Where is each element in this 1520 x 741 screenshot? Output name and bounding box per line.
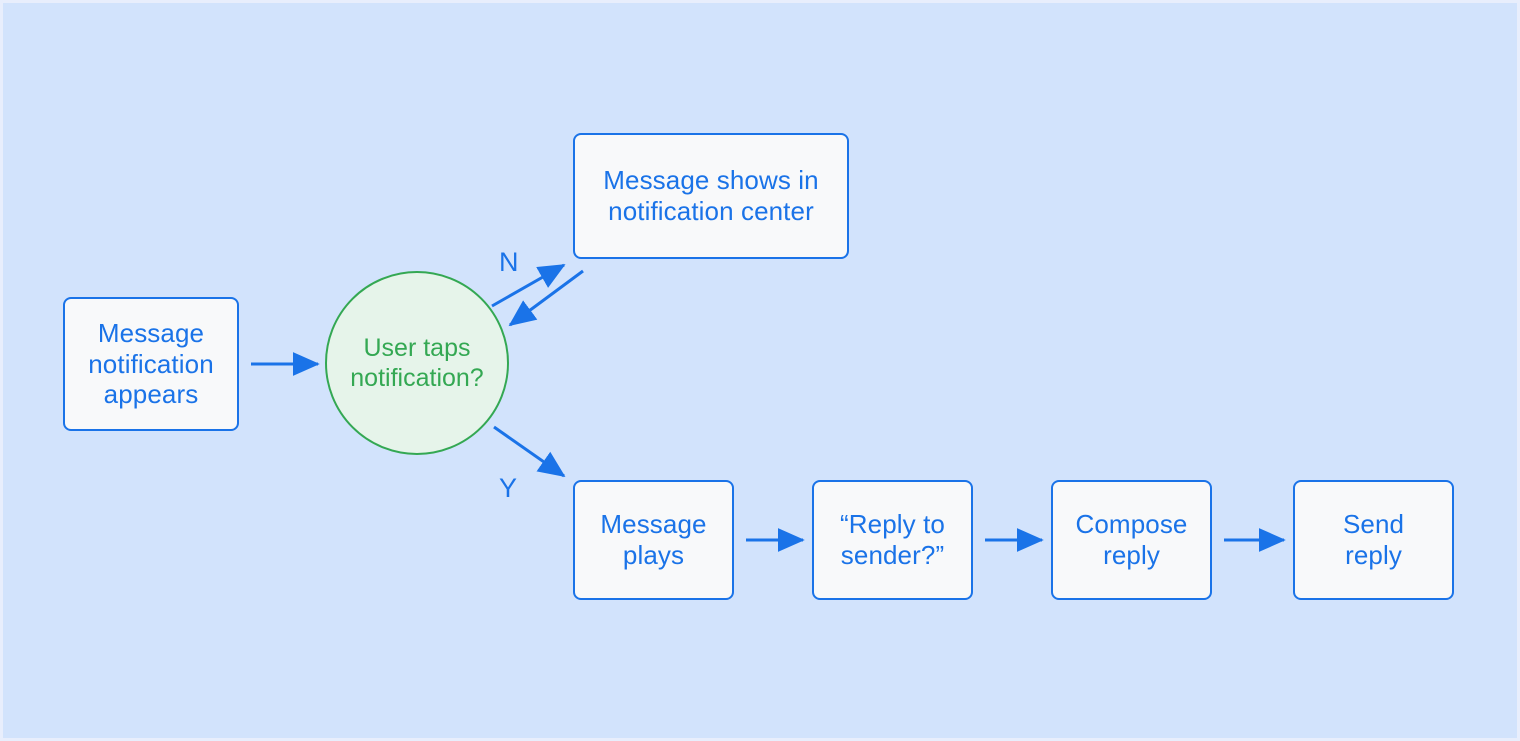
node-send-reply[interactable]: Send reply: [1293, 480, 1454, 600]
node-message-shows-in-notification-center[interactable]: Message shows in notification center: [573, 133, 849, 259]
edge-decision-yes-to-plays: [493, 425, 566, 478]
edge-label-yes: Y: [499, 473, 518, 503]
node-message-notification-appears[interactable]: Message notification appears: [63, 297, 239, 431]
edge-center-back-to-decision: [508, 269, 584, 327]
node-reply-to-sender[interactable]: “Reply to sender?”: [812, 480, 973, 600]
edge-label-no: N: [499, 247, 519, 277]
node-message-plays[interactable]: Message plays: [573, 480, 734, 600]
node-compose-reply[interactable]: Compose reply: [1051, 480, 1212, 600]
node-user-taps-notification[interactable]: User taps notification?: [325, 271, 509, 455]
